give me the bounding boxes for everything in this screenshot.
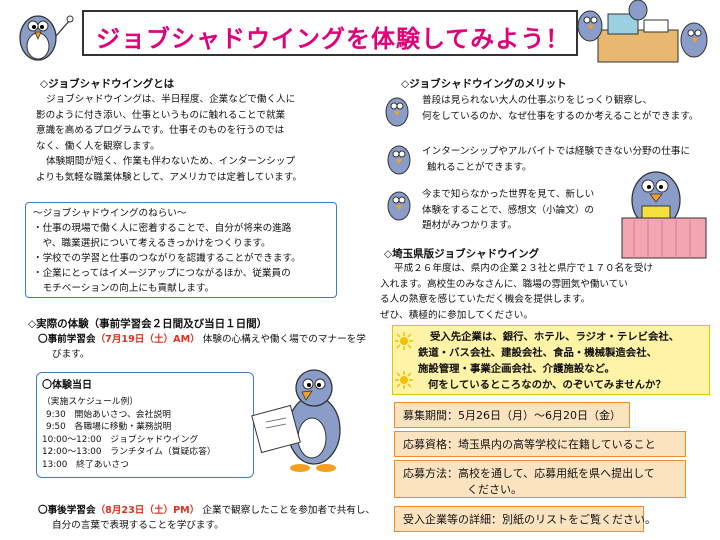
post-session-text: 企業で観察したことを参加者で共有し、: [202, 505, 376, 516]
title-box: [82, 10, 578, 56]
merit-item: 普段は見られない大人の仕事ぶりをじっくり観察し、 何をしているのか、なぜ仕事をす…: [422, 93, 699, 124]
merit-item: 今まで知らなかった世界を見て、新しい 体験をすることで、感想文（小論文）の 題材…: [422, 187, 594, 234]
details-box: 受入企業等の詳細：別紙のリストをご覧ください。: [394, 506, 656, 532]
pre-session-text2: びます。: [52, 349, 90, 360]
companies-line: 施設管理・事業企画会社、介護施設など。: [418, 363, 615, 375]
bird-icon: [385, 97, 409, 127]
aims-line: モチベーションの向上にも貢献します。: [33, 283, 215, 294]
post-session-label: 〇事後学習会: [38, 505, 96, 516]
merit-item: インターンシップやアルバイトでは経験できない分野の仕事に 触れることができます。: [422, 144, 690, 175]
page-title: ジョブシャドウイングを体験してみよう！: [96, 25, 571, 53]
pre-session-label: 〇事前学習会: [38, 334, 96, 345]
bird-mascot-icon: [19, 15, 74, 61]
about-line: ジョブシャドウイングは、半日程度、企業などで働く人に: [46, 94, 296, 105]
post-session-date: （8月23日（土）PM）: [95, 505, 200, 516]
post-session: 〇事後学習会（8月23日（土）PM） 企業で観察したことを参加者で共有し、: [38, 503, 375, 519]
bird-with-paper-icon: [251, 369, 341, 472]
actual-heading: ◇実際の体験（事前学習会２日間及び当日１日間）: [28, 318, 268, 330]
bird-icon: [387, 191, 411, 221]
schedule-title: （実施スケジュール例）: [42, 397, 139, 407]
about-line: 意識を高めるプログラムです。仕事そのものを行うのでは: [36, 125, 285, 137]
schedule-item: 9:30 開始あいさつ、会社説明: [46, 409, 171, 420]
aims-box: [25, 202, 337, 298]
about-line: よりも気軽な職業体験として、アメリカでは定着しています。: [36, 171, 302, 183]
aims-line: ・学校での学習と仕事のつながりを認識することができます。: [33, 253, 301, 264]
companies-body: 受入先企業は、銀行、ホテル、ラジオ・テレビ会社、 鉄道・バス会社、建設会社、食品…: [418, 329, 679, 393]
aims-heading: ～ジョブシャドウイングのねらい～: [33, 208, 187, 219]
pre-session-date: （7月19日（土）AM）: [95, 334, 200, 345]
method-line: 応募方法：高校を通して、応募用紙を県へ提出して: [403, 467, 655, 480]
about-heading: ◇ジョブシャドウイングとは: [40, 78, 175, 90]
aims-line: ・仕事の現場で働く人に密着することで、自分が将来の進路: [33, 223, 292, 234]
event-day-heading: 〇体験当日: [42, 380, 92, 391]
companies-line: 鉄道・バス会社、建設会社、食品・機械製造会社、: [418, 347, 657, 359]
saitama-body: 平成２６年度は、県内の企業２３社と県庁で１７０名を受け 入れます。高校生のみなさ…: [380, 261, 653, 323]
aims-line: ・企業にとってはイメージアップにつながるほか、従業員の: [33, 268, 291, 279]
post-session-text2: 自分の言葉で表現することを学びます。: [52, 520, 224, 531]
event-day-box: [36, 372, 254, 478]
about-body: ジョブシャドウイングは、半日程度、企業などで働く人に 影のように付き添い、仕事と…: [36, 92, 302, 186]
aims-body: ～ジョブシャドウイングのねらい～ ・仕事の現場で働く人に密着することで、自分が将…: [33, 206, 301, 296]
schedule-item: 9:50 各職場に移動・業務説明: [46, 422, 172, 432]
period-box: 募集期間：5月26日（月）～6月20日（金）: [394, 402, 630, 428]
merit-line: 体験をすることで、感想文（小論文）の: [422, 204, 595, 216]
aims-line: や、職業選択について考えるきっかけをつくります。: [33, 238, 271, 249]
schedule-item: 10:00〜12:00 ジョブシャドウイング: [42, 434, 199, 445]
merits-heading: ◇ジョブシャドウイングのメリット: [401, 78, 567, 90]
about-line: なく、働く人を観察します。: [36, 140, 160, 152]
pre-session-text: 体験の心構えや働く場でのマナーを学: [202, 334, 366, 345]
saitama-line: る人の熱意を感じていただく機会を提供します。: [380, 294, 591, 306]
merit-line: 何をしているのか、なぜ仕事をするのか考えることができます。: [422, 110, 699, 122]
method-line: ください。: [467, 483, 522, 496]
companies-line: 受入先企業は、銀行、ホテル、ラジオ・テレビ会社、: [430, 331, 680, 343]
companies-box: [392, 325, 710, 395]
sun-icon: [395, 332, 413, 350]
office-desk-illustration-icon: [577, 0, 708, 63]
saitama-line: 入れます。高校生のみなさんに、職場の雰囲気や働いてい: [380, 278, 628, 290]
event-day-body: 〇体験当日 （実施スケジュール例） 9:30 開始あいさつ、会社説明 9:50 …: [42, 378, 216, 471]
merit-line: 題材がみつかります。: [422, 220, 517, 232]
method-box: 応募方法：高校を通して、応募用紙を県へ提出して ください。: [394, 460, 686, 498]
about-line: 影のように付き添い、仕事というものに触れることで就業: [36, 109, 286, 121]
companies-line: 何をしているところなのか、のぞいてみませんか？: [428, 379, 666, 391]
merit-line: 今まで知らなかった世界を見て、新しい: [422, 189, 595, 200]
merit-line: 普段は見られない大人の仕事ぶりをじっくり観察し、: [422, 95, 653, 106]
saitama-line: 平成２６年度は、県内の企業２３社と県庁で１７０名を受け: [394, 263, 654, 274]
pre-session: 〇事前学習会（7月19日（土）AM） 体験の心構えや働く場でのマナーを学: [38, 332, 366, 348]
schedule-item: 12:00〜13:00 ランチタイム（質疑応答）: [42, 447, 216, 457]
about-line: 体験期間が短く、作業も伴わないため、インターンシップ: [46, 156, 295, 168]
bird-at-podium-icon: [621, 171, 707, 259]
merit-line: インターンシップやアルバイトでは経験できない分野の仕事に: [422, 146, 691, 157]
schedule-item: 13:00 終了あいさつ: [42, 459, 129, 470]
saitama-line: ぜひ、積極的に参加してください。: [380, 309, 533, 321]
bird-icon: [387, 145, 411, 175]
merit-line: 触れることができます。: [427, 161, 532, 173]
sun-icon: [395, 371, 413, 389]
qualification-box: 応募資格：埼玉県内の高等学校に在籍していること: [394, 431, 686, 457]
saitama-heading: ◇埼玉県版ジョブシャドウイング: [384, 248, 540, 260]
